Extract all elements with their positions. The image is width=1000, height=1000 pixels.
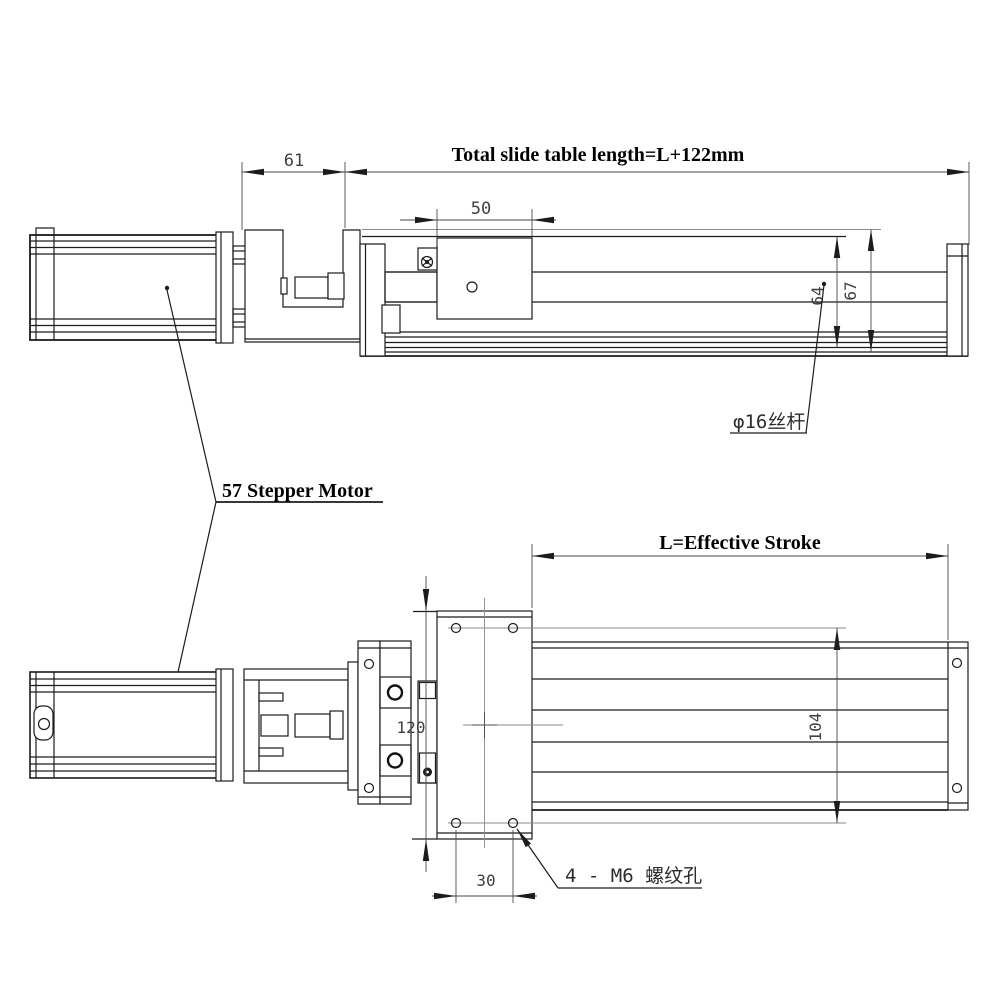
m6-hole — [450, 817, 462, 829]
thread-holes-callout: 4 - M6 螺纹孔 — [516, 828, 702, 889]
side-view: 61 Total slide table length=L+122mm 50 6… — [29, 144, 970, 434]
end-block-bottom — [947, 641, 969, 811]
mount-plate-side — [359, 243, 386, 357]
sensor-bracket — [417, 247, 438, 271]
dim-50-text: 50 — [471, 199, 491, 219]
end-cap-side — [946, 243, 969, 357]
leader-dot-motor-side — [164, 285, 170, 291]
motor-callout: 57 Stepper Motor — [166, 289, 383, 709]
coupling-housing-side — [244, 229, 361, 343]
m6-hole — [507, 622, 519, 634]
slider-hole — [466, 281, 478, 293]
lead-screw-label: φ16丝杆 — [733, 411, 805, 433]
dim-50: 50 — [400, 199, 556, 246]
dim-61-text: 61 — [284, 151, 304, 171]
dim-67-text: 67 — [841, 281, 860, 300]
motor-ear-tab — [33, 705, 54, 741]
dim-67: 67 — [841, 229, 875, 352]
dim-64: 64 — [808, 236, 841, 348]
dim-120-text: 120 — [397, 718, 426, 737]
motor-label: 57 Stepper Motor — [222, 480, 373, 502]
thread-holes-label: 4 - M6 螺纹孔 — [565, 865, 702, 887]
ballnut-housing — [384, 271, 438, 303]
leader-dot-screw — [821, 281, 827, 287]
motor-ear-hole — [37, 717, 51, 731]
coupler — [294, 276, 329, 299]
dim-104-text: 104 — [806, 713, 825, 742]
dim-64-text: 64 — [808, 286, 827, 305]
mount-screw-hole — [386, 752, 404, 769]
motor-bottom — [29, 668, 234, 782]
dim-30: 30 — [432, 830, 537, 903]
carriage-plate-bottom — [412, 598, 846, 848]
dim-effective-stroke: L=Effective Stroke — [531, 532, 949, 640]
dim-120: 120 — [397, 576, 430, 872]
m6-hole — [507, 817, 519, 829]
slider-block — [436, 237, 533, 320]
effective-stroke-label: L=Effective Stroke — [659, 532, 821, 554]
dim-104: 104 — [806, 628, 841, 823]
dim-total-length: Total slide table length=L+122mm — [345, 144, 970, 245]
carriage-side — [381, 237, 533, 334]
bottom-view: L=Effective Stroke 120 104 30 — [29, 532, 969, 903]
sensor-body — [418, 752, 437, 784]
mount-screw-hole — [386, 684, 404, 701]
mount-plate-bottom — [357, 640, 412, 805]
total-length-label: Total slide table length=L+122mm — [452, 144, 745, 166]
coupling-housing-bottom — [243, 661, 359, 791]
lead-screw-callout: φ16丝杆 — [730, 281, 827, 434]
dim-30-text: 30 — [476, 871, 495, 890]
motor-side — [29, 227, 247, 344]
dim-61: 61 — [241, 151, 346, 230]
m6-hole — [450, 622, 462, 634]
